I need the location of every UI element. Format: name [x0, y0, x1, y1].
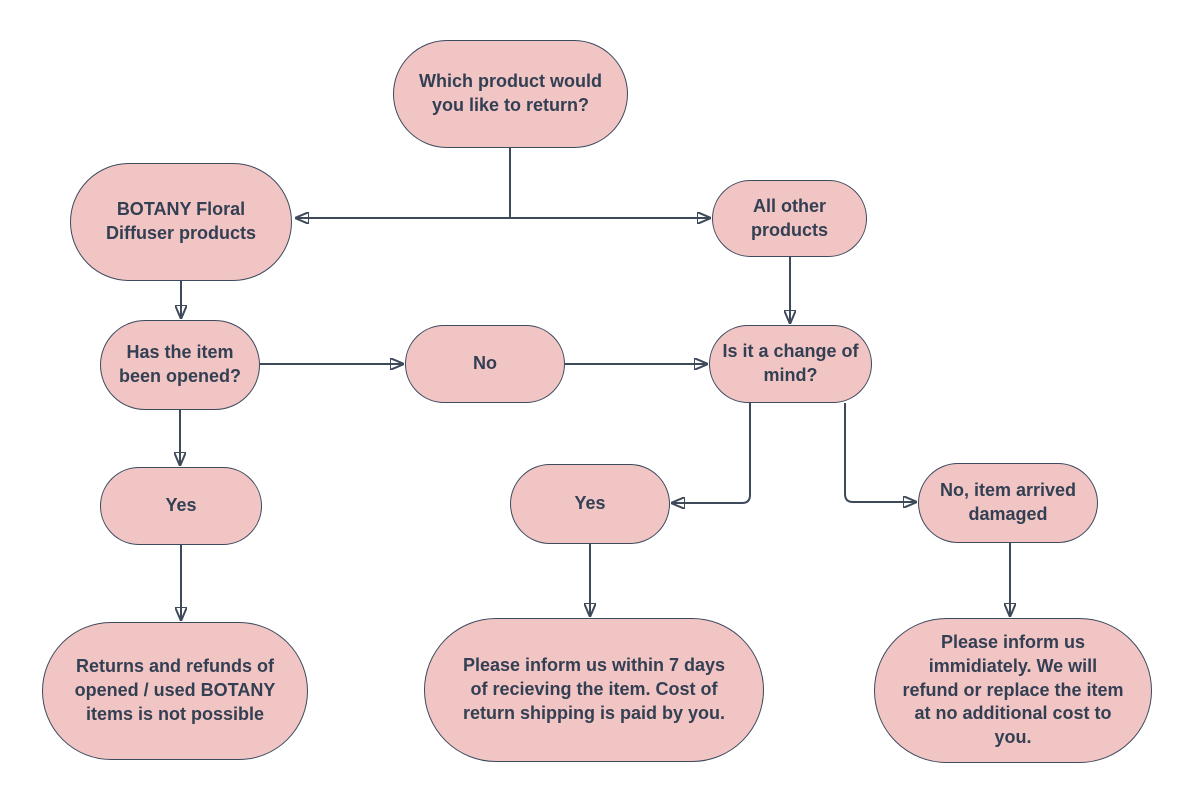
- node-inform-7-days: Please inform us within 7 days of reciev…: [424, 618, 764, 762]
- node-label: BOTANY Floral Diffuser products: [105, 199, 256, 243]
- node-label: Which product would you like to return?: [419, 71, 602, 115]
- node-label: No: [473, 353, 497, 374]
- edge-start-to-botany: [296, 148, 511, 218]
- node-label: Please inform us immidiately. We will re…: [902, 632, 1124, 748]
- node-inform-immediately: Please inform us immidiately. We will re…: [874, 618, 1152, 763]
- node-item-opened: Has the item been opened?: [100, 320, 260, 410]
- node-botany-products: BOTANY Floral Diffuser products: [70, 163, 292, 281]
- edge-change-of-mind-to-damaged: [844, 403, 916, 502]
- node-label: Yes: [165, 495, 197, 516]
- node-label: All other products: [750, 195, 828, 240]
- node-label: Has the item been opened?: [118, 342, 241, 386]
- node-which-product: Which product would you like to return?: [393, 40, 628, 148]
- node-no-item-damaged: No, item arrived damaged: [918, 463, 1098, 543]
- node-label: Please inform us within 7 days of reciev…: [462, 655, 726, 723]
- edge-change-of-mind-to-yes: [672, 403, 751, 503]
- node-no: No: [405, 325, 565, 403]
- node-label: Returns and refunds of opened / used BOT…: [74, 656, 276, 724]
- node-change-of-mind: Is it a change of mind?: [709, 325, 872, 403]
- node-yes-opened: Yes: [100, 467, 262, 545]
- node-returns-not-possible: Returns and refunds of opened / used BOT…: [42, 622, 308, 760]
- node-label: Is it a change of mind?: [722, 341, 859, 385]
- node-label: Yes: [574, 493, 606, 514]
- node-all-other-products: All other products: [712, 180, 867, 257]
- node-label: No, item arrived damaged: [939, 480, 1077, 524]
- node-yes-change-of-mind: Yes: [510, 464, 670, 544]
